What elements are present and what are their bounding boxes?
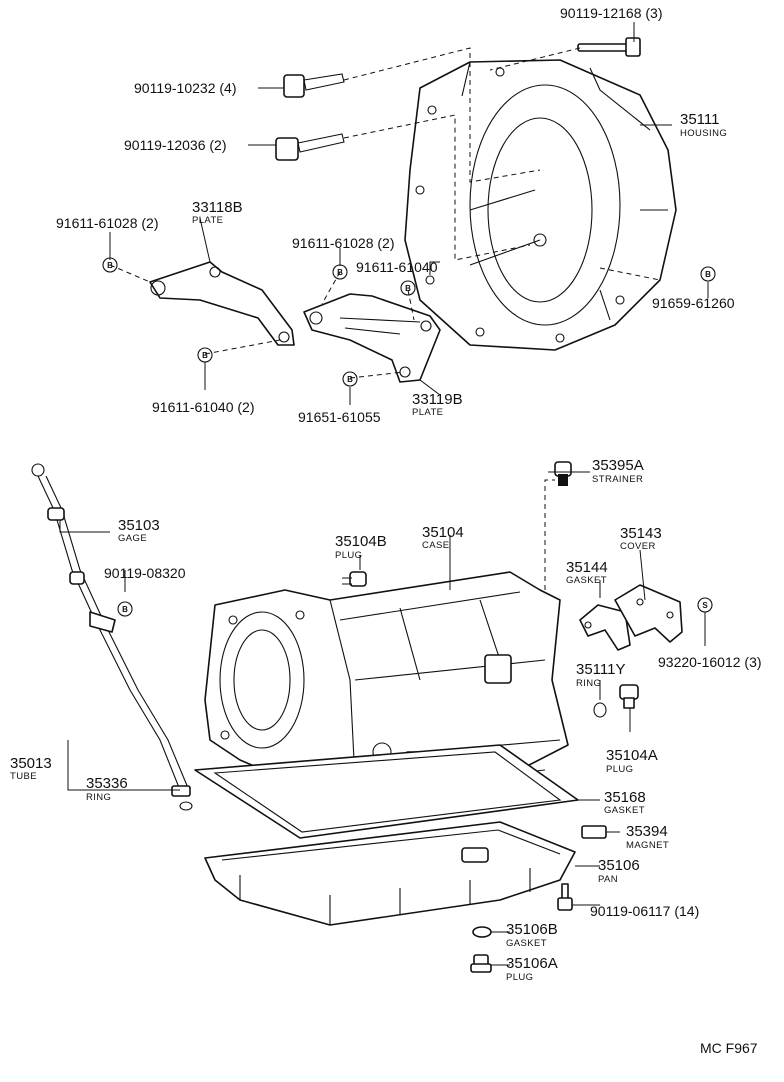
drain-gasket-part (472, 926, 492, 938)
code-marker-b: B (197, 347, 213, 363)
svg-text:B: B (705, 270, 711, 279)
label-bolt-16012: 93220-16012 (3) (658, 654, 762, 670)
diagram-reference-code: MC F967 (700, 1040, 758, 1056)
plug-b-part (342, 571, 367, 587)
label-bolt-61040-left: 91611-61040 (2) (152, 399, 254, 415)
housing-part (404, 59, 677, 351)
bolt-12168-part (577, 37, 641, 57)
bolt-12036-part (275, 133, 345, 161)
transmission-case-part (204, 479, 569, 801)
label-bolt-08320: 90119-08320 (104, 565, 186, 581)
ring-y-part (593, 702, 607, 718)
svg-text:B: B (202, 351, 208, 360)
label-magnet-name: MAGNET (626, 840, 669, 851)
label-drain-plug-number: 35106A (506, 955, 558, 972)
label-bolt-61040-mid: 91611-61040 (356, 259, 438, 275)
label-gasket-c-number: 35144 (566, 559, 608, 576)
svg-text:B: B (107, 261, 113, 270)
label-cover-number: 35143 (620, 525, 662, 542)
code-marker-b: B (102, 257, 118, 273)
label-plate-a-name: PLATE (192, 215, 223, 226)
code-marker-b: B (332, 264, 348, 280)
label-strainer-number: 35395A (592, 457, 644, 474)
label-plate-b-number: 33119B (412, 391, 463, 408)
label-plate-a-number: 33118B (192, 199, 243, 216)
bolt-10232-part (283, 73, 345, 98)
cover-gasket-part (579, 584, 683, 651)
code-marker-b: B (700, 266, 716, 282)
label-cover-name: COVER (620, 541, 656, 552)
oil-pan-part (204, 821, 576, 926)
label-pan-gasket-number: 35168 (604, 789, 646, 806)
plug-a-part (619, 684, 639, 709)
bolt-leader-dashes (343, 47, 581, 261)
label-drain-gasket-name: GASKET (506, 938, 547, 949)
dipstick-and-tube-part (31, 463, 193, 811)
svg-text:B: B (122, 605, 128, 614)
label-gasket-c-name: GASKET (566, 575, 607, 586)
label-ring-name: RING (86, 792, 111, 803)
code-marker-b: B (400, 280, 416, 296)
label-tube-name: TUBE (10, 771, 37, 782)
label-tube-number: 35013 (10, 755, 52, 772)
label-plug-b-name: PLUG (335, 550, 362, 561)
label-leader-lines (59, 22, 709, 966)
label-housing-name: HOUSING (680, 128, 727, 139)
plate-b-part (303, 293, 441, 383)
label-ring-y-number: 35111Y (576, 661, 626, 678)
svg-text:B: B (347, 375, 353, 384)
strainer-part (554, 461, 572, 486)
code-marker-b: B (342, 371, 358, 387)
label-ring-y-name: RING (576, 678, 601, 689)
label-strainer-name: STRAINER (592, 474, 643, 485)
label-pan-name: PAN (598, 874, 618, 885)
label-pan-number: 35106 (598, 857, 640, 874)
label-bolt-61055: 91651-61055 (298, 409, 381, 425)
label-bolt-61260: 91659-61260 (652, 295, 735, 311)
label-plug-a-name: PLUG (606, 764, 633, 775)
label-pan-gasket-name: GASKET (604, 805, 645, 816)
pan-bolt-part (557, 883, 573, 911)
label-drain-plug-name: PLUG (506, 972, 533, 983)
label-housing-number: 35111 (680, 111, 720, 128)
label-gage-name: GAGE (118, 533, 147, 544)
label-gage-number: 35103 (118, 517, 160, 534)
label-bolt-61028-left: 91611-61028 (2) (56, 215, 158, 231)
label-magnet-number: 35394 (626, 823, 668, 840)
label-plug-b-number: 35104B (335, 533, 387, 550)
label-plug-a-number: 35104A (606, 747, 658, 764)
label-bolt-10232: 90119-10232 (4) (134, 80, 236, 96)
drain-plug-part (470, 954, 492, 973)
magnet-part (581, 825, 607, 839)
svg-text:B: B (337, 268, 343, 277)
label-bolt-61028-mid: 91611-61028 (2) (292, 235, 394, 251)
svg-text:B: B (405, 284, 411, 293)
plate-leader-dashes (109, 264, 661, 379)
svg-text:S: S (702, 601, 708, 610)
label-bolt-12168: 90119-12168 (3) (560, 5, 662, 21)
plate-a-part (149, 261, 295, 346)
label-ring-number: 35336 (86, 775, 128, 792)
label-bolt-06117: 90119-06117 (14) (590, 903, 699, 919)
label-case-name: CASE (422, 540, 449, 551)
label-drain-gasket-number: 35106B (506, 921, 558, 938)
code-marker-b: B (117, 601, 133, 617)
code-marker-s: S (697, 597, 713, 613)
label-bolt-12036: 90119-12036 (2) (124, 137, 226, 153)
label-case-number: 35104 (422, 524, 464, 541)
label-plate-b-name: PLATE (412, 407, 443, 418)
